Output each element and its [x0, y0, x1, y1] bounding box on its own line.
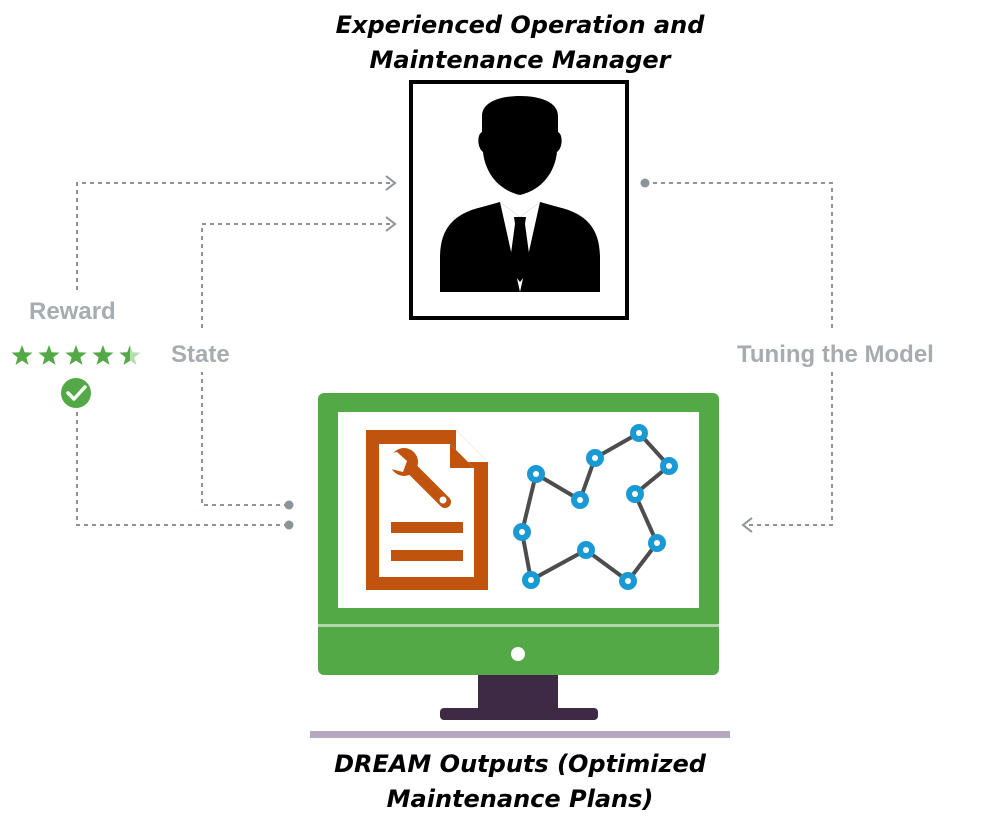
reward-to-manager-connector	[76, 182, 394, 290]
manager-to-tuning-connector	[645, 182, 833, 328]
connectors	[76, 182, 833, 526]
star-icon	[92, 345, 114, 365]
dot-state-start	[284, 500, 294, 510]
arrowheads	[385, 175, 753, 533]
desk-line	[310, 731, 730, 738]
monitor-stand	[478, 675, 558, 712]
shirt-and-tie	[500, 202, 540, 292]
reward-label: Reward	[29, 298, 116, 325]
star-icon	[65, 345, 87, 365]
tuning-label: Tuning the Model	[737, 341, 934, 368]
wrench-icon	[386, 448, 451, 508]
dot-tuning-start	[640, 178, 650, 188]
outputs-to-reward-connector	[76, 410, 288, 526]
connector-dots	[284, 178, 650, 530]
dot-reward-start	[284, 520, 294, 530]
star-icon	[11, 345, 33, 365]
arrowhead-tuning	[741, 517, 753, 533]
monitor-base	[440, 708, 598, 720]
star-icon	[38, 345, 60, 365]
checkmark-circle-icon	[61, 378, 91, 408]
outputs-to-state-connector	[201, 372, 288, 506]
rating-stars	[11, 345, 141, 365]
network-graph-icon	[513, 424, 678, 590]
tuning-to-outputs-connector	[745, 372, 833, 526]
state-to-manager-connector	[201, 223, 394, 328]
arrowhead-state	[385, 216, 397, 232]
outputs-title: DREAM Outputs (Optimized Maintenance Pla…	[250, 747, 790, 817]
outputs-title-line1: DREAM Outputs (Optimized	[334, 750, 706, 778]
manager-title-line2: Maintenance Manager	[369, 46, 671, 74]
maintenance-document-icon	[366, 430, 488, 590]
state-label: State	[171, 341, 230, 368]
half-star-icon	[119, 345, 130, 365]
power-button-icon	[511, 647, 525, 661]
arrowhead-reward	[385, 175, 397, 191]
outputs-title-line2: Maintenance Plans)	[386, 785, 654, 813]
manager-title: Experienced Operation and Maintenance Ma…	[250, 8, 790, 78]
manager-title-line1: Experienced Operation and	[335, 11, 705, 39]
